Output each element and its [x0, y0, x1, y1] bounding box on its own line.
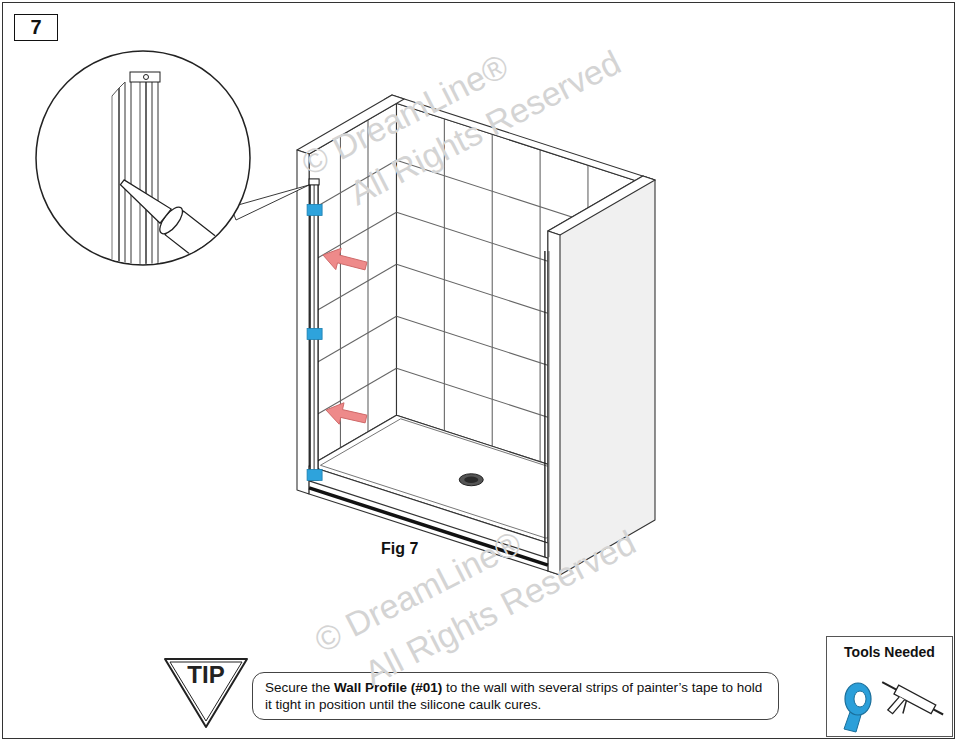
shower-enclosure [297, 95, 655, 575]
push-arrow [326, 403, 367, 424]
tape-roll [845, 683, 871, 715]
wall-top [548, 176, 655, 235]
tools-box: Tools Needed [826, 636, 953, 737]
profile-flange [112, 82, 125, 96]
profile-cap [130, 72, 160, 82]
tile-grout [309, 212, 396, 263]
profile-edge [118, 88, 120, 280]
gun-rod [882, 682, 896, 690]
tile-grout [309, 368, 396, 419]
painters-tape [307, 204, 322, 215]
painters-tape [307, 328, 322, 339]
profile-edge [140, 82, 141, 280]
caulk-gun-icon [871, 678, 945, 735]
drain [459, 474, 483, 486]
profile-ground [112, 74, 160, 284]
drain-grate [464, 477, 478, 483]
wall-front [297, 150, 309, 494]
step-number-box: 7 [14, 14, 58, 41]
gun-handle [887, 695, 904, 716]
push-arrow [323, 248, 367, 270]
tape-icon [844, 683, 871, 732]
tip-triangle: TIP [164, 658, 248, 728]
wall-profile [544, 251, 545, 557]
tile-grout [309, 264, 396, 315]
profile-edge [131, 82, 132, 280]
step-number: 7 [30, 16, 41, 39]
tools-heading: Tools Needed [844, 644, 935, 660]
detail-view [112, 72, 255, 291]
page-border [3, 3, 955, 739]
figure-caption: Fig 7 [381, 540, 418, 558]
triangle-outer [165, 659, 247, 727]
caulk-nozzle [117, 175, 171, 223]
tile-grout [309, 316, 396, 367]
tip-box: Secure theWall Profile (#01)to the wall … [252, 672, 779, 720]
caulk-gun [112, 170, 255, 291]
wall-front [548, 231, 560, 575]
gun-nozzle [933, 709, 943, 714]
side-wall [548, 176, 655, 575]
profile-edge [158, 82, 159, 280]
profile-edge [112, 96, 113, 280]
tape-core [854, 691, 866, 707]
profile-edge [145, 82, 147, 280]
tip-text: Secure the [265, 680, 330, 695]
wall-profile [548, 251, 549, 557]
painters-tape [307, 469, 322, 480]
gun-trigger [900, 701, 909, 714]
profile-hole [144, 75, 149, 80]
tip-label: TIP [164, 658, 248, 688]
profile-edge [152, 82, 153, 280]
